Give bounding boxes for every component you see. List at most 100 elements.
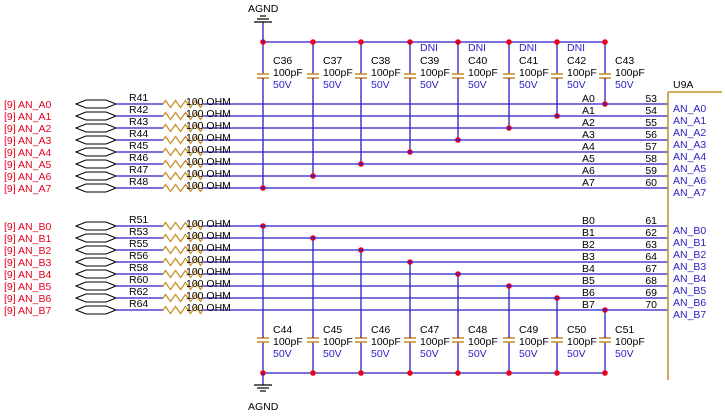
group_a-port-symbol-2 <box>74 123 118 133</box>
group_a-port-symbol-6 <box>74 171 118 181</box>
group_b-cap-ref-0: C44 <box>273 324 292 336</box>
group_b-cap-ref-5: C49 <box>519 324 538 336</box>
group_a-bus-junction-2 <box>358 39 364 45</box>
group_a-cap-volt-3: 50V <box>420 79 439 91</box>
group_a-cap-dni-3: DNI <box>420 42 438 54</box>
group_b-pin-number-7: 70 <box>645 299 657 311</box>
group_b-cap-value-0: 100pF <box>273 336 303 348</box>
group_b-res-value-1: 100 OHM <box>186 230 231 242</box>
group_a-resistor-0 <box>162 99 204 109</box>
group_b-net-label-3: AN_B3 <box>673 261 706 273</box>
group_a-cap-value-4: 100pF <box>468 67 498 79</box>
group_a-net-label-5: AN_A5 <box>673 163 706 175</box>
group_b-net-label-7: AN_B7 <box>673 309 706 321</box>
group_b-pin-number-5: 68 <box>645 275 657 287</box>
group_b-port-symbol-4 <box>74 269 118 279</box>
group_b-cap-volt-5: 50V <box>519 348 538 360</box>
group_b-net-label-0: AN_B0 <box>673 225 706 237</box>
group_a-res-value-6: 100 OHM <box>186 168 231 180</box>
group_a-port-symbol-5 <box>74 159 118 169</box>
group_b-bus-junction-5 <box>506 370 512 376</box>
group_b-resistor-4 <box>162 269 204 279</box>
group_a-res-ref-7: R48 <box>129 176 148 188</box>
group_a-cap-ref-6: C42 <box>567 55 586 67</box>
group_b-res-ref-6: R62 <box>129 286 148 298</box>
group_a-cap-ref-5: C41 <box>519 55 538 67</box>
group_a-cap-volt-1: 50V <box>323 79 342 91</box>
group_b-port-symbol-7 <box>74 305 118 315</box>
group_b-resistor-6 <box>162 293 204 303</box>
group_a-bus-junction-5 <box>506 39 512 45</box>
group_a-res-ref-5: R46 <box>129 152 148 164</box>
group_a-port-symbol-4 <box>74 147 118 157</box>
group_a-port-symbol-1 <box>74 111 118 121</box>
group_a-bus-junction-4 <box>455 39 461 45</box>
group_a-res-value-3: 100 OHM <box>186 132 231 144</box>
group_b-cap-ref-6: C50 <box>567 324 586 336</box>
group_b-resistor-7 <box>162 305 204 315</box>
group_a-resistor-2 <box>162 123 204 133</box>
group_b-cap-value-2: 100pF <box>371 336 401 348</box>
group_b-cap-volt-3: 50V <box>420 348 439 360</box>
group_b-res-value-4: 100 OHM <box>186 266 231 278</box>
group_b-net-label-1: AN_B1 <box>673 237 706 249</box>
group_a-bus-junction-1 <box>310 39 316 45</box>
group_a-cap-value-6: 100pF <box>567 67 597 79</box>
group_a-pin-number-6: 59 <box>645 165 657 177</box>
group_a-resistor-7 <box>162 183 204 193</box>
group_b-resistor-2 <box>162 245 204 255</box>
group_a-net-label-4: AN_A4 <box>673 151 706 163</box>
group_b-res-value-3: 100 OHM <box>186 254 231 266</box>
group_a-cap-volt-7: 50V <box>615 79 634 91</box>
group_b-cap-ref-2: C46 <box>371 324 390 336</box>
group_a-res-ref-4: R45 <box>129 140 148 152</box>
group_b-pin-name-7: B7 <box>582 299 595 311</box>
group_a-port-symbol-3 <box>74 135 118 145</box>
group_a-cap-ref-4: C40 <box>468 55 487 67</box>
group_a-cap-value-0: 100pF <box>273 67 303 79</box>
group_a-net-label-3: AN_A3 <box>673 139 706 151</box>
group_a-res-ref-2: R43 <box>129 116 148 128</box>
group_a-pin-number-2: 55 <box>645 117 657 129</box>
group_a-res-value-1: 100 OHM <box>186 108 231 120</box>
group_b-cap-volt-1: 50V <box>323 348 342 360</box>
group_a-pin-name-1: A1 <box>582 105 595 117</box>
group_b-resistor-0 <box>162 221 204 231</box>
group_b-cap-ref-7: C51 <box>615 324 634 336</box>
group_a-resistor-3 <box>162 135 204 145</box>
group_a-cap-ref-7: C43 <box>615 55 634 67</box>
group_b-pin-number-1: 62 <box>645 227 657 239</box>
group_a-cap-ref-3: C39 <box>420 55 439 67</box>
group_b-bus-junction-4 <box>455 370 461 376</box>
group_a-cap-volt-2: 50V <box>371 79 390 91</box>
group_b-res-ref-0: R51 <box>129 214 148 226</box>
group_a-res-ref-1: R42 <box>129 104 148 116</box>
group_a-pin-number-1: 54 <box>645 105 657 117</box>
group_b-cap-ref-1: C45 <box>323 324 342 336</box>
group_b-cap-value-1: 100pF <box>323 336 353 348</box>
group_a-net-label-7: AN_A7 <box>673 187 706 199</box>
group_a-pin-number-5: 58 <box>645 153 657 165</box>
group_b-pin-number-2: 63 <box>645 239 657 251</box>
group_a-net-label-6: AN_A6 <box>673 175 706 187</box>
group_b-res-ref-1: R53 <box>129 226 148 238</box>
group_a-cap-dni-6: DNI <box>567 42 585 54</box>
connector-ref-label: U9A <box>673 79 693 91</box>
group_b-cap-volt-0: 50V <box>273 348 292 360</box>
group_b-port-label-4: [9] AN_B4 <box>4 269 51 281</box>
group_b-bus-junction-2 <box>358 370 364 376</box>
group_b-cap-value-3: 100pF <box>420 336 450 348</box>
group_a-res-ref-3: R44 <box>129 128 148 140</box>
group_a-resistor-5 <box>162 159 204 169</box>
group_a-res-value-7: 100 OHM <box>186 180 231 192</box>
group_b-pin-number-3: 64 <box>645 251 657 263</box>
group_a-cap-ref-0: C36 <box>273 55 292 67</box>
group_a-cap-dni-5: DNI <box>519 42 537 54</box>
group_a-cap-value-5: 100pF <box>519 67 549 79</box>
group_b-cap-ref-3: C47 <box>420 324 439 336</box>
group_a-pin-name-5: A5 <box>582 153 595 165</box>
group_a-net-label-2: AN_A2 <box>673 127 706 139</box>
group_b-net-label-6: AN_B6 <box>673 297 706 309</box>
group_b-res-ref-2: R55 <box>129 238 148 250</box>
